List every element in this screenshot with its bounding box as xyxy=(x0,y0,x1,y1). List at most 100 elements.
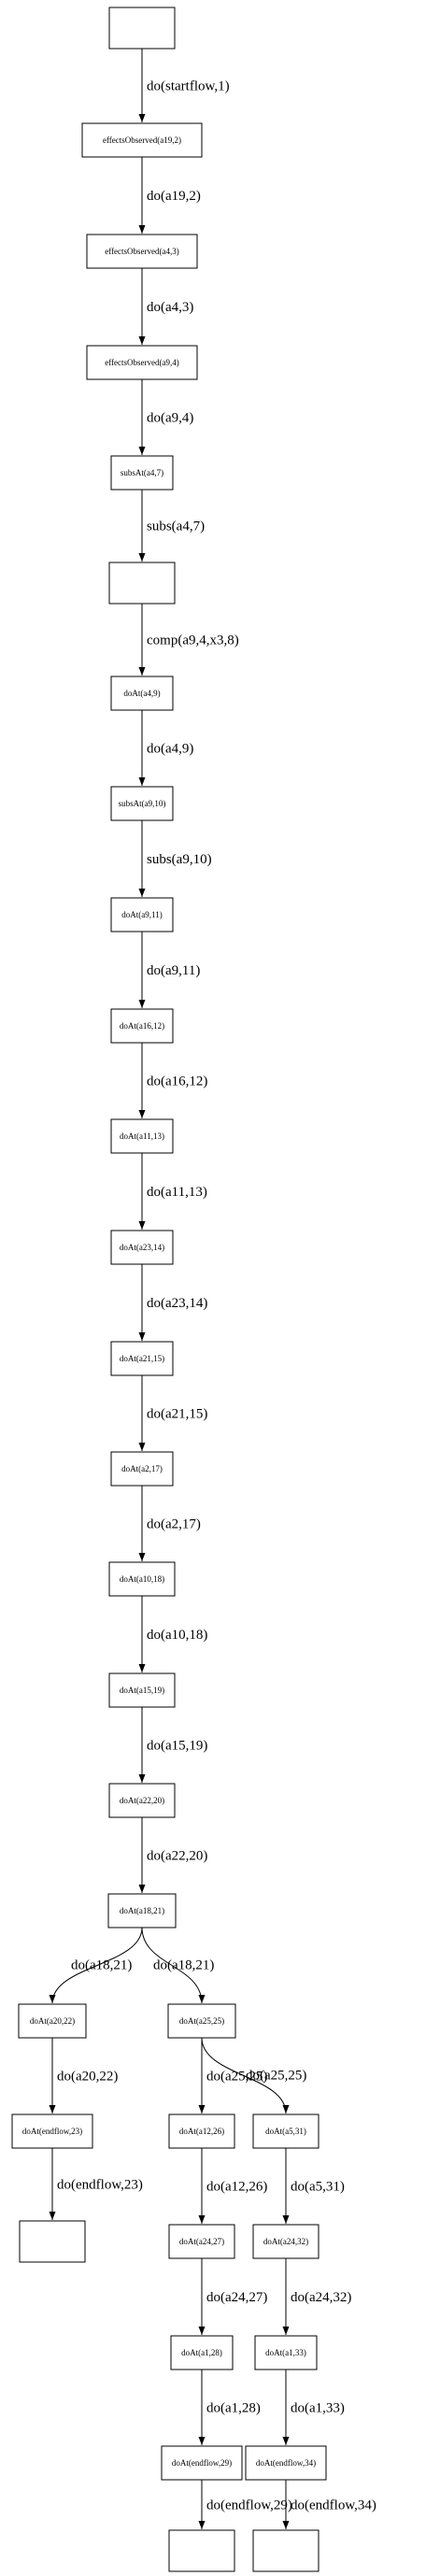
edge-label: do(a9,4) xyxy=(147,411,193,426)
edge-n20-n22: do(a25,25) xyxy=(198,2038,267,2113)
node-n13: doAt(a21,15) xyxy=(110,1341,174,1376)
node-box xyxy=(110,1230,174,1265)
node-label: doAt(a24,32) xyxy=(263,2237,308,2246)
edge-n10-n11: do(a16,12) xyxy=(138,1043,207,1118)
node-box xyxy=(168,2224,235,2259)
node-n32 xyxy=(252,2529,320,2572)
node-n23: doAt(a5,31) xyxy=(252,2113,320,2149)
edge-label: do(endflow,29) xyxy=(206,2498,292,2513)
node-n27: doAt(a1,28) xyxy=(170,2335,234,2370)
edge-label: do(a24,32) xyxy=(291,2290,351,2305)
edge-n4-n5: do(a9,4) xyxy=(138,379,193,455)
node-box xyxy=(107,1893,177,1928)
node-n8: subsAt(a9,10) xyxy=(110,786,174,821)
edge-n22-n25: do(a12,26) xyxy=(198,2148,267,2224)
node-n28: doAt(a1,33) xyxy=(254,2335,318,2370)
node-box xyxy=(86,234,198,269)
node-box xyxy=(108,7,176,50)
edge-n23-n26: do(a5,31) xyxy=(282,2148,345,2224)
node-n26: doAt(a24,32) xyxy=(252,2224,320,2259)
edge-label: do(a22,20) xyxy=(147,1849,207,1864)
node-box xyxy=(18,2003,87,2039)
node-n18: doAt(a18,21) xyxy=(107,1893,177,1928)
edge-label: do(endflow,34) xyxy=(291,2498,376,2513)
edge-n16-n17: do(a15,19) xyxy=(138,1707,207,1783)
edge-n13-n14: do(a21,15) xyxy=(138,1375,207,1451)
node-label: doAt(a23,14) xyxy=(120,1243,164,1252)
node-box xyxy=(168,2529,235,2572)
node-label: doAt(a20,22) xyxy=(30,2016,75,2026)
node-label: doAt(a21,15) xyxy=(120,1354,164,1363)
edge-label: do(a18,21) xyxy=(71,1958,132,1973)
edge-label: subs(a9,10) xyxy=(147,852,212,867)
node-box xyxy=(110,1451,174,1487)
edge-label: do(a4,9) xyxy=(147,742,193,757)
edge-n6-n7: comp(a9,4,x3,8) xyxy=(138,604,239,676)
node-label: doAt(a5,31) xyxy=(265,2127,306,2136)
edge-label: do(a12,26) xyxy=(206,2180,267,2195)
node-n7: doAt(a4,9) xyxy=(110,676,174,711)
node-box xyxy=(252,2224,320,2259)
node-n4: effectsObserved(a9,4) xyxy=(86,345,198,380)
edge-n30-n32: do(endflow,34) xyxy=(282,2480,376,2529)
edge-n5-n6: subs(a4,7) xyxy=(138,490,205,562)
edge-label: do(a1,33) xyxy=(291,2401,345,2416)
edge-n19-n21: do(a20,22) xyxy=(49,2038,118,2113)
node-box xyxy=(168,2113,235,2149)
node-label: doAt(a18,21) xyxy=(120,1906,164,1915)
node-box xyxy=(108,562,176,605)
node-box xyxy=(110,1341,174,1376)
node-label: doAt(a24,27) xyxy=(179,2237,224,2246)
node-box xyxy=(11,2113,93,2149)
edge-label: do(a25,25) xyxy=(206,2070,267,2085)
node-box xyxy=(110,1118,174,1154)
node-box xyxy=(108,1783,176,1818)
node-n31 xyxy=(168,2529,235,2572)
node-n15: doAt(a10,18) xyxy=(108,1561,176,1597)
node-label: doAt(a15,19) xyxy=(120,1686,164,1695)
node-n5: subsAt(a4,7) xyxy=(110,455,174,491)
edge-label: do(a4,3) xyxy=(147,300,193,315)
edge-label: do(a5,31) xyxy=(291,2180,345,2195)
node-box xyxy=(254,2335,318,2370)
node-n6 xyxy=(108,562,176,605)
nodes-layer: effectsObserved(a19,2)effectsObserved(a4… xyxy=(11,7,327,2572)
node-n3: effectsObserved(a4,3) xyxy=(86,234,198,269)
edge-label: comp(a9,4,x3,8) xyxy=(147,633,239,648)
node-box xyxy=(86,345,198,380)
edge-label: do(startflow,1) xyxy=(147,79,230,94)
node-n30: doAt(endflow,34) xyxy=(245,2445,327,2481)
node-label: effectsObserved(a9,4) xyxy=(105,358,179,367)
edge-n27-n29: do(a1,28) xyxy=(198,2370,261,2445)
node-n24 xyxy=(19,2220,86,2263)
node-label: doAt(endflow,34) xyxy=(256,2458,316,2468)
edge-n3-n4: do(a4,3) xyxy=(138,268,193,345)
node-box xyxy=(110,897,174,932)
node-box xyxy=(108,1672,176,1708)
edge-n18-n20: do(a18,21) xyxy=(141,1927,214,2004)
edge-label: do(a25,25) xyxy=(246,2069,306,2084)
node-box xyxy=(110,676,174,711)
node-box xyxy=(252,2529,320,2572)
edge-n29-n31: do(endflow,29) xyxy=(198,2480,292,2529)
edge-label: do(a2,17) xyxy=(147,1517,201,1532)
edge-label: do(a15,19) xyxy=(147,1739,207,1754)
node-label: effectsObserved(a4,3) xyxy=(105,247,179,256)
edge-n26-n28: do(a24,32) xyxy=(282,2258,351,2335)
node-box xyxy=(170,2335,234,2370)
node-n29: doAt(endflow,29) xyxy=(161,2445,243,2481)
node-box xyxy=(161,2445,243,2481)
node-box xyxy=(110,786,174,821)
edge-n14-n15: do(a2,17) xyxy=(138,1486,201,1561)
node-n14: doAt(a2,17) xyxy=(110,1451,174,1487)
node-n17: doAt(a22,20) xyxy=(108,1783,176,1818)
edge-label: do(a20,22) xyxy=(57,2070,118,2085)
edge-n15-n16: do(a10,18) xyxy=(138,1596,207,1672)
edge-label: subs(a4,7) xyxy=(147,519,205,534)
edges-layer: do(startflow,1)do(a19,2)do(a4,3)do(a9,4)… xyxy=(49,49,376,2529)
edge-n28-n30: do(a1,33) xyxy=(282,2370,345,2445)
node-n1 xyxy=(108,7,176,50)
edge-n9-n10: do(a9,11) xyxy=(138,932,200,1008)
node-label: doAt(a1,28) xyxy=(181,2348,222,2357)
node-label: doAt(a25,25) xyxy=(179,2016,224,2026)
